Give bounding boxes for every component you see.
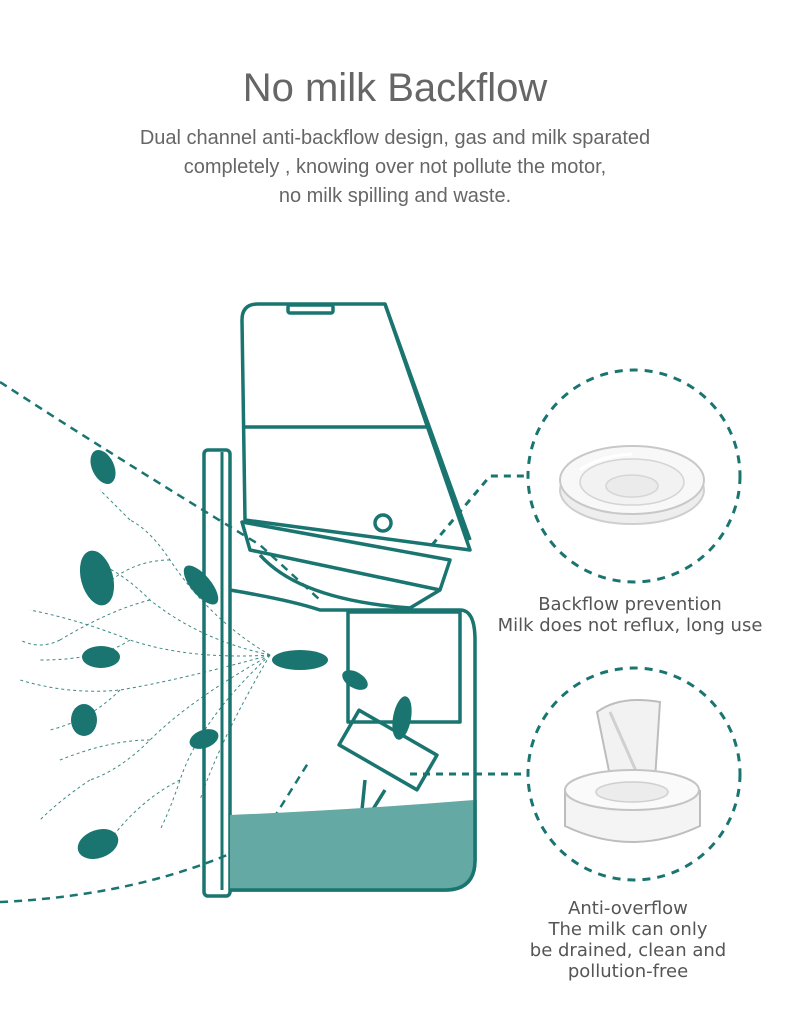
breast-shield-flange bbox=[202, 448, 232, 898]
callout-backflow-prevention: Backflow prevention Milk does not reflux… bbox=[470, 594, 790, 636]
motor-unit bbox=[240, 302, 472, 552]
leader-lines bbox=[410, 474, 528, 776]
callout-text: pollution-free bbox=[567, 961, 689, 982]
description-line: Dual channel anti-backflow design, gas a… bbox=[139, 127, 651, 149]
callout-heading: Backflow prevention bbox=[538, 594, 722, 615]
callout-text: Milk does not reflux, long use bbox=[497, 615, 763, 636]
callout-heading: Anti-overflow bbox=[568, 898, 688, 919]
callout-circles bbox=[526, 368, 742, 882]
breast-outline bbox=[0, 380, 321, 904]
duckbill-valve-icon bbox=[564, 699, 701, 843]
milk-ducts bbox=[19, 489, 271, 841]
callout-text: The milk can only bbox=[548, 919, 708, 940]
callout-anti-overflow: Anti-overflow The milk can only be drain… bbox=[490, 898, 766, 982]
page-title: No milk Backflow bbox=[242, 66, 548, 110]
description-line: completely , knowing over not pollute th… bbox=[183, 156, 607, 178]
description-line: no milk spilling and waste. bbox=[278, 185, 512, 207]
collected-milk bbox=[230, 800, 474, 890]
feature-description: Dual channel anti-backflow design, gas a… bbox=[0, 124, 790, 211]
silicone-diaphragm-icon bbox=[559, 445, 705, 525]
milk-droplets bbox=[71, 450, 412, 859]
callout-text: be drained, clean and bbox=[529, 940, 727, 961]
